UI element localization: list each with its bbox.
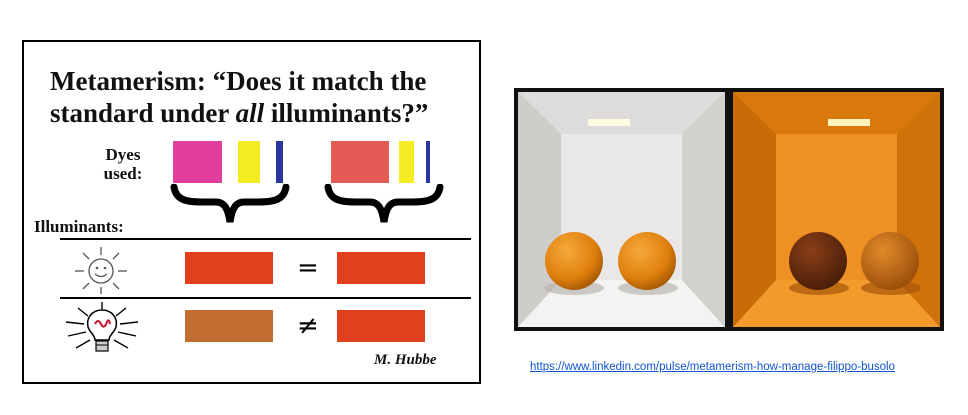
curly-brace-left — [170, 184, 290, 223]
light-bulb-icon — [65, 302, 139, 352]
title-emphasis: all — [235, 98, 265, 128]
dye-salmon-swatch — [331, 141, 389, 183]
dye-yellow-swatch-2 — [399, 141, 414, 183]
sample-under-sun-left — [185, 252, 273, 284]
sun-icon — [75, 247, 127, 294]
sample-under-bulb-right — [337, 310, 425, 342]
dye-blue-swatch — [276, 141, 283, 183]
equal-sign: = — [297, 253, 319, 283]
dye-yellow-swatch — [238, 141, 260, 183]
source-link[interactable]: https://www.linkedin.com/pulse/metameris… — [530, 361, 895, 373]
illuminants-label: Illuminants: — [34, 217, 124, 236]
divider-line-top — [60, 238, 471, 240]
sample-under-sun-right — [337, 252, 425, 284]
dyes-used-label: Dyes used: — [103, 145, 143, 183]
metamerism-render-image — [514, 88, 944, 331]
dye-blue-swatch-2 — [426, 141, 430, 183]
dye-magenta-swatch — [173, 141, 222, 183]
white-illuminant-room — [518, 92, 725, 327]
curly-brace-right — [324, 184, 444, 223]
not-equal-sign: ≠ — [297, 311, 319, 341]
divider-line-middle — [60, 297, 471, 299]
orange-illuminant-room — [733, 92, 940, 327]
diagram-title-line2: standard under all illuminants?” — [50, 98, 429, 128]
author-credit: M. Hubbe — [374, 352, 437, 368]
sample-under-bulb-left — [185, 310, 273, 342]
diagram-title-line1: Metamerism: “Does it match the — [50, 66, 427, 96]
metamerism-diagram: Metamerism: “Does it match the standard … — [22, 40, 481, 384]
